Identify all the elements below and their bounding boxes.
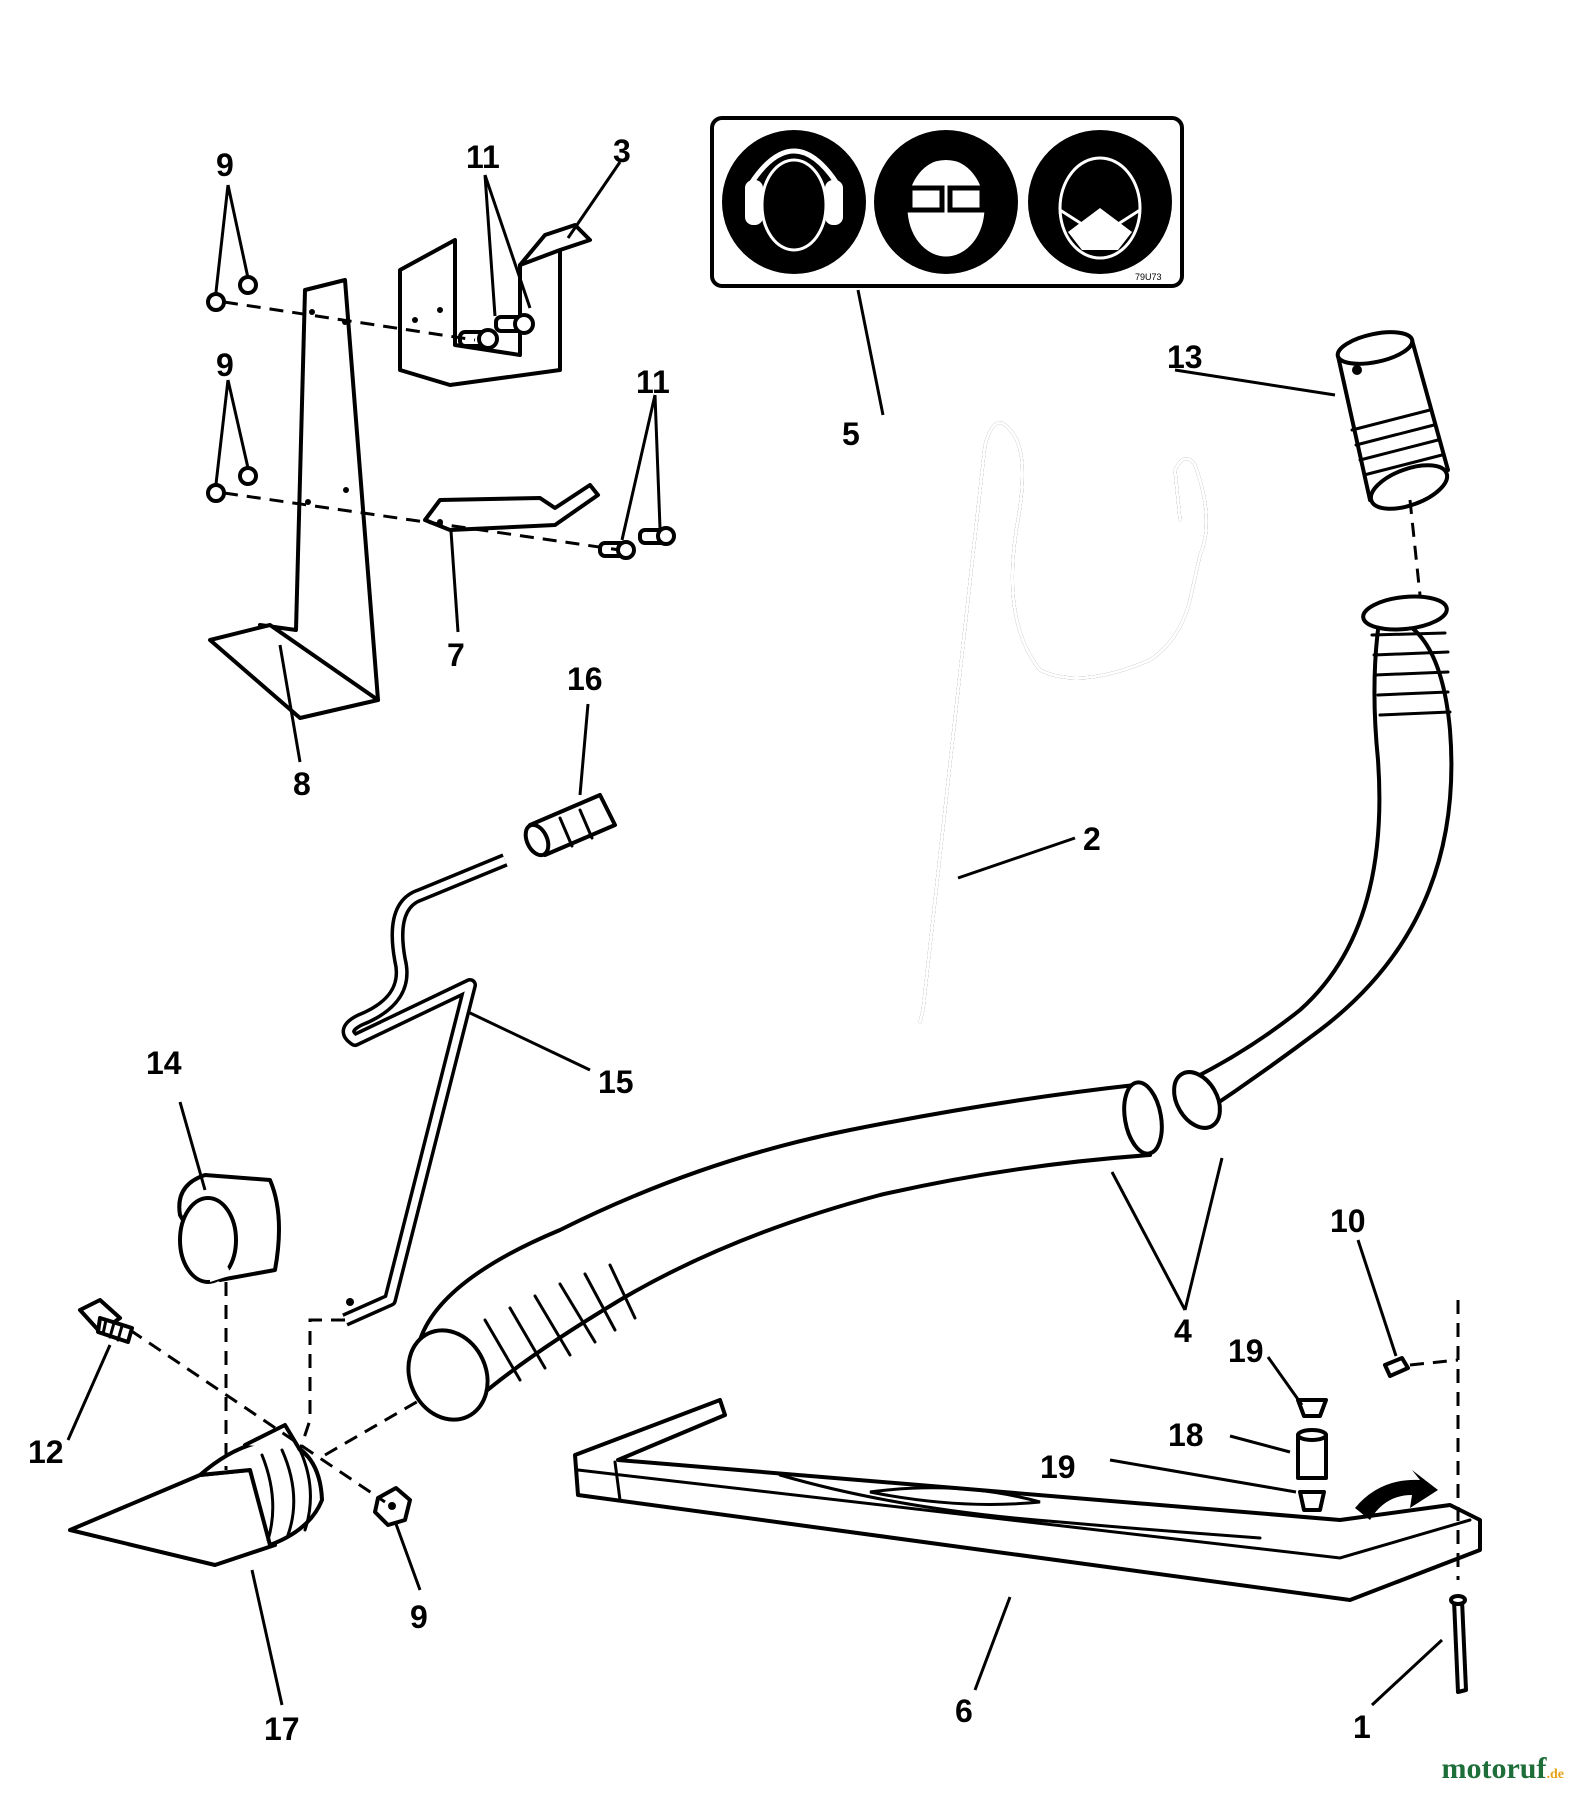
part-18-spacer <box>1296 1428 1328 1480</box>
part-1-long-pin <box>1449 1594 1468 1694</box>
watermark-logo: motoruf.de <box>1442 1752 1564 1786</box>
callout-1: 1 <box>1353 1709 1371 1745</box>
decal-code: 79U73 <box>1135 272 1162 282</box>
arrow-mark <box>1355 1470 1438 1520</box>
part-13-collar <box>1335 330 1450 511</box>
dust-mask-icon <box>1028 130 1172 274</box>
callout-11: 11 <box>466 139 500 175</box>
part-11-screws <box>458 313 676 560</box>
callout-labels: 9 9 11 3 11 7 8 16 5 13 2 15 14 4 10 19 … <box>28 133 1371 1747</box>
part-8-bracket-plate <box>208 278 380 720</box>
callout-9: 9 <box>216 347 234 383</box>
callout-14: 14 <box>146 1045 182 1081</box>
part-12-bolt <box>78 1298 134 1344</box>
part-17-nozzle <box>68 1423 324 1567</box>
callout-17: 17 <box>264 1711 300 1747</box>
part-19-bushing-upper <box>1296 1398 1328 1418</box>
callout-10: 10 <box>1330 1203 1366 1239</box>
callout-15: 15 <box>598 1064 634 1100</box>
part-15-handle-rod <box>341 853 508 1327</box>
part-10-pin <box>1383 1356 1410 1378</box>
callout-5: 5 <box>842 416 860 452</box>
part-19-bushing-lower <box>1298 1490 1326 1512</box>
callout-3: 3 <box>613 133 631 169</box>
callout-11: 11 <box>636 364 670 400</box>
part-4-hose-left <box>406 1080 1164 1422</box>
callout-19: 19 <box>1228 1333 1264 1369</box>
callout-9: 9 <box>410 1599 428 1635</box>
ear-protection-icon <box>722 130 866 274</box>
callout-9: 9 <box>216 147 234 183</box>
callout-18: 18 <box>1168 1417 1204 1453</box>
part-2-wire-rod <box>918 421 1208 1024</box>
callout-6: 6 <box>955 1693 973 1729</box>
callout-7: 7 <box>447 637 465 673</box>
eye-protection-icon <box>874 130 1018 274</box>
part-6-tray <box>573 1398 1482 1602</box>
callout-2: 2 <box>1083 821 1101 857</box>
callout-12: 12 <box>28 1434 64 1470</box>
part-16-grip <box>523 793 617 858</box>
part-7-small-bracket <box>423 483 600 532</box>
callout-4: 4 <box>1174 1313 1192 1349</box>
assembly-line-pin-10 <box>1409 1358 1459 1367</box>
callout-16: 16 <box>567 661 603 697</box>
part-9-nuts-upper <box>206 275 258 503</box>
watermark-name: motoruf <box>1441 1752 1547 1785</box>
assembly-lines-nozzle <box>129 499 1422 1504</box>
part-4-hose-right <box>1172 594 1454 1130</box>
callout-19: 19 <box>1040 1449 1076 1485</box>
assembly-lines-bracket <box>223 300 621 552</box>
callout-8: 8 <box>293 766 311 802</box>
leader-lines <box>66 161 1444 1707</box>
part-9-nut-lower <box>373 1486 412 1527</box>
callout-13: 13 <box>1167 339 1203 375</box>
watermark-domain: .de <box>1546 1767 1565 1782</box>
part-5-safety-decal: 79U73 <box>710 116 1184 288</box>
part-14-clip <box>177 1173 281 1284</box>
